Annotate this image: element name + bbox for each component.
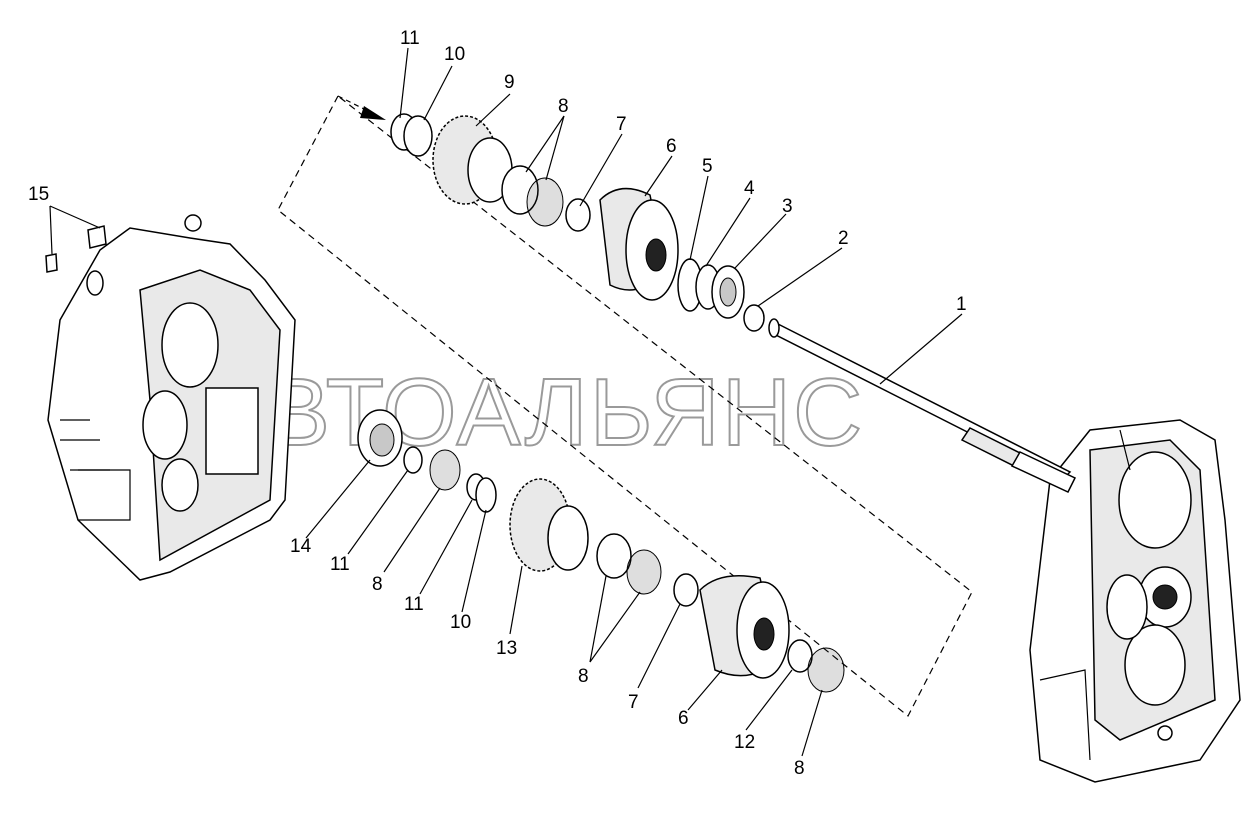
right-gearbox-housing	[1029, 419, 1241, 783]
bearing-8-lower-c	[626, 549, 662, 595]
bearing-14	[357, 409, 403, 467]
left-gearbox-housing	[47, 214, 296, 581]
callout-4: 4	[744, 178, 755, 199]
bearing-8-top-a	[501, 165, 539, 215]
callout-8-lower-b: 8	[578, 666, 589, 687]
bearing-8-lower-a	[429, 449, 461, 491]
callout-7-lower: 7	[628, 692, 639, 713]
callout-10-top: 10	[444, 44, 465, 65]
bearing-8-lower-b	[596, 533, 632, 579]
callout-13: 13	[496, 638, 517, 659]
callout-9: 9	[504, 72, 515, 93]
callout-5: 5	[702, 156, 713, 177]
washer-10-top	[403, 115, 433, 157]
callout-6-lower: 6	[678, 708, 689, 729]
callout-15: 15	[28, 184, 49, 205]
callout-8-lower-c: 8	[794, 758, 805, 779]
washer-2	[743, 304, 765, 332]
upper-gear-stack	[390, 113, 765, 332]
shaft-part-1	[768, 318, 1077, 493]
leader-lines	[49, 47, 963, 757]
callout-14: 14	[290, 536, 312, 557]
callout-1: 1	[956, 294, 967, 315]
assembly-dashed-outline	[277, 95, 973, 717]
callout-labels: 11 10 9 8 7 6 5 4 3 2 1 15 14 11 8 11 10…	[28, 28, 967, 779]
callout-11-lower-a: 11	[330, 554, 350, 575]
sleeve-7-lower	[673, 573, 699, 607]
callout-8-top: 8	[558, 96, 569, 117]
callout-2: 2	[838, 228, 849, 249]
circlip-11-lower-a	[403, 446, 423, 474]
lower-gear-stack	[357, 409, 845, 693]
callout-10-lower: 10	[450, 612, 471, 633]
callout-3: 3	[782, 196, 793, 217]
callout-6-top: 6	[666, 136, 677, 157]
callout-11-top: 11	[400, 28, 420, 49]
washer-10-lower	[475, 477, 497, 513]
insertion-arrow	[337, 95, 386, 120]
bearing-8-lower-d	[807, 647, 845, 693]
callout-12: 12	[734, 732, 755, 753]
callout-8-lower-a: 8	[372, 574, 383, 595]
bearing-3	[711, 265, 745, 319]
bearing-8-top-b	[526, 177, 564, 227]
callout-7-top: 7	[616, 114, 627, 135]
sleeve-7-top	[565, 198, 591, 232]
callout-11-lower-b: 11	[404, 594, 424, 615]
watermark-text: АВТОАЛЬЯНС	[200, 359, 864, 466]
